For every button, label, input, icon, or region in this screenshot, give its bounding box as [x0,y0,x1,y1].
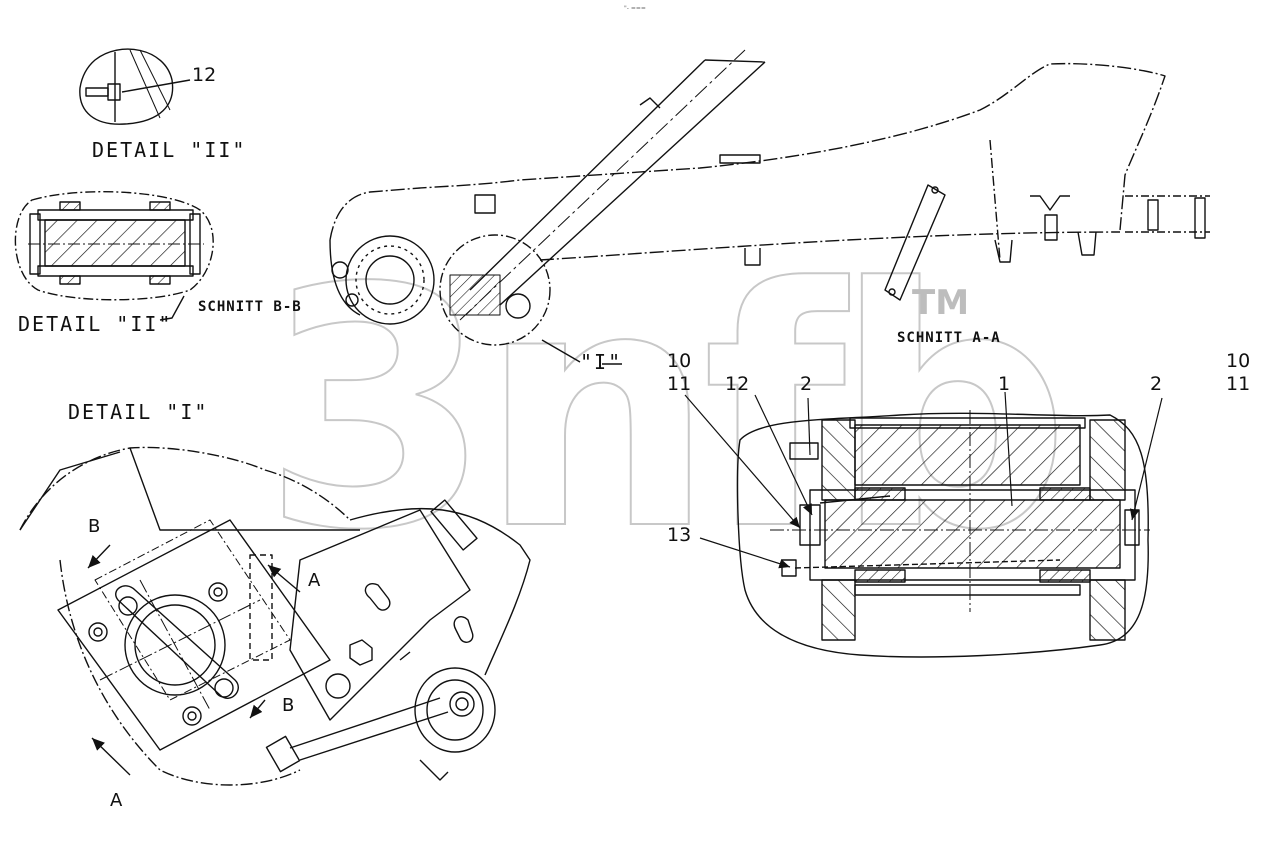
detail-i-title: DETAIL "I" [68,400,209,424]
part-number-10-left: 10 [667,350,692,372]
part-number-12-top: 12 [192,64,217,86]
part-number-12-section: 12 [725,373,750,395]
leader-lines [684,391,1163,569]
section-arrows [87,544,301,776]
schnitt-aa-title: SCHNITT A-A [897,330,1001,346]
boom-overview [329,49,1210,365]
part-number-1: 1 [998,373,1011,395]
part-number-2-right: 2 [1150,373,1163,395]
detail-ii-side-title: DETAIL "II" [18,312,173,336]
schnitt-bb-title: SCHNITT B-B [198,299,302,315]
detail-ii-top-view [79,48,191,125]
part-number-10-right: 10 [1226,350,1251,372]
section-arrow-b-upper: B [88,516,101,537]
part-number-13: 13 [667,524,692,546]
part-number-11-right: 11 [1226,373,1251,395]
detail-i-view [19,446,531,786]
watermark-tm: TM [912,283,970,323]
part-number-2-left: 2 [800,373,813,395]
part-number-11-left: 11 [667,373,692,395]
detail-ii-side-view [14,191,214,321]
section-arrow-a-upper: A [308,570,321,591]
section-aa-view [736,410,1150,658]
section-arrow-a-lower: A [110,790,123,811]
detail-ii-top-title: DETAIL "II" [92,138,247,162]
section-arrow-b-lower: B [282,695,295,716]
header-mark: "- === [624,5,646,12]
callout-i: "I" [580,350,623,374]
